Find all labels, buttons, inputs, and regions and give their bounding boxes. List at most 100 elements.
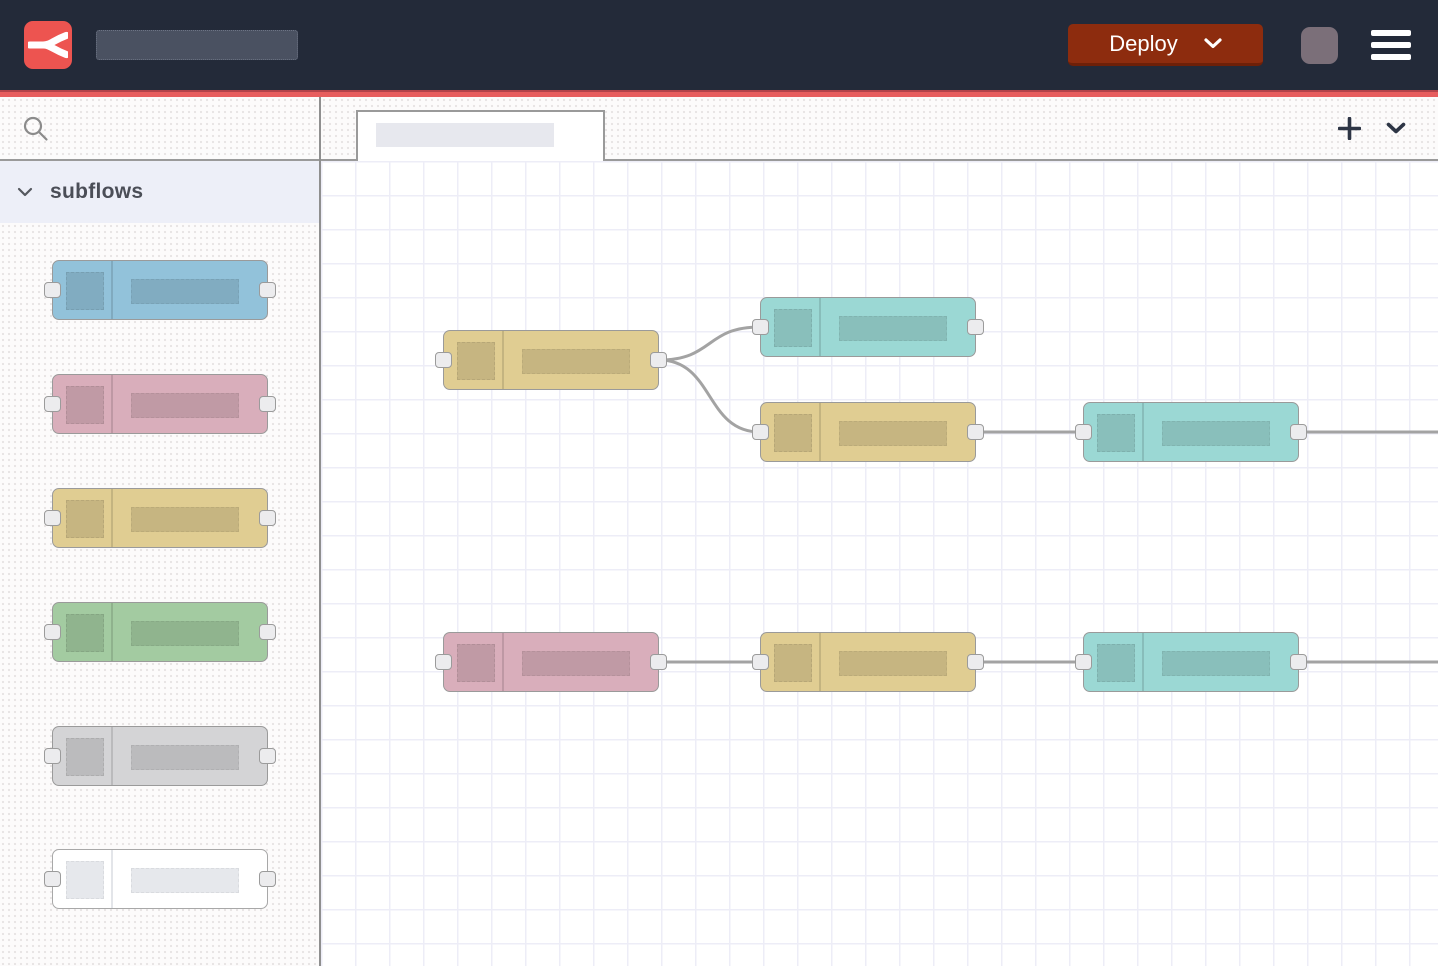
hamburger-bar bbox=[1371, 42, 1411, 48]
node-divider bbox=[1142, 633, 1144, 691]
node-divider bbox=[111, 727, 113, 785]
flow-node-node-3[interactable] bbox=[752, 402, 984, 462]
node-divider bbox=[111, 375, 113, 433]
node-red-logo-icon bbox=[24, 21, 72, 69]
palette-node-pink[interactable] bbox=[44, 374, 276, 434]
node-input-port[interactable] bbox=[44, 871, 61, 887]
flow-canvas[interactable] bbox=[321, 161, 1438, 966]
node-output-port[interactable] bbox=[650, 352, 667, 368]
chevron-down-icon bbox=[1386, 122, 1406, 134]
palette-list bbox=[0, 223, 319, 966]
node-icon bbox=[66, 738, 104, 776]
flow-node-node-4[interactable] bbox=[1075, 402, 1307, 462]
node-input-port[interactable] bbox=[44, 396, 61, 412]
node-output-port[interactable] bbox=[259, 871, 276, 887]
node-output-port[interactable] bbox=[259, 624, 276, 640]
node-input-port[interactable] bbox=[44, 748, 61, 764]
node-icon bbox=[66, 500, 104, 538]
node-icon bbox=[66, 861, 104, 899]
node-output-port[interactable] bbox=[259, 396, 276, 412]
node-input-port[interactable] bbox=[435, 352, 452, 368]
flow-tab-active[interactable] bbox=[356, 110, 605, 161]
node-output-port[interactable] bbox=[259, 748, 276, 764]
hamburger-bar bbox=[1371, 54, 1411, 60]
node-label-placeholder bbox=[522, 349, 630, 374]
node-icon bbox=[457, 342, 495, 380]
node-icon bbox=[66, 272, 104, 310]
main-menu-hamburger-icon[interactable] bbox=[1371, 30, 1411, 60]
node-label-placeholder bbox=[131, 393, 239, 418]
node-label-placeholder bbox=[131, 279, 239, 304]
palette-node-blue[interactable] bbox=[44, 260, 276, 320]
node-label-placeholder bbox=[1162, 651, 1270, 676]
node-divider bbox=[111, 850, 113, 908]
node-output-port[interactable] bbox=[650, 654, 667, 670]
flow-node-node-6[interactable] bbox=[752, 632, 984, 692]
deploy-button-label: Deploy bbox=[1109, 30, 1178, 56]
node-icon bbox=[774, 414, 812, 452]
editor-region bbox=[321, 97, 1438, 966]
palette-node-white[interactable] bbox=[44, 849, 276, 909]
node-label-placeholder bbox=[839, 651, 947, 676]
flow-node-node-5[interactable] bbox=[435, 632, 667, 692]
node-divider bbox=[819, 403, 821, 461]
palette-search-row[interactable] bbox=[0, 97, 319, 161]
node-input-port[interactable] bbox=[1075, 424, 1092, 440]
header-accent-line bbox=[0, 90, 1438, 97]
search-icon[interactable] bbox=[22, 115, 49, 142]
main-area: subflows bbox=[0, 97, 1438, 966]
flow-node-node-7[interactable] bbox=[1075, 632, 1307, 692]
sidebar-section-subflows[interactable]: subflows bbox=[0, 161, 319, 223]
flow-wire[interactable] bbox=[658, 325, 761, 362]
node-icon bbox=[1097, 414, 1135, 452]
deploy-button[interactable]: Deploy bbox=[1068, 24, 1263, 66]
node-output-port[interactable] bbox=[259, 282, 276, 298]
node-icon bbox=[66, 386, 104, 424]
node-divider bbox=[502, 331, 504, 389]
node-input-port[interactable] bbox=[752, 654, 769, 670]
node-output-port[interactable] bbox=[1290, 424, 1307, 440]
node-output-port[interactable] bbox=[967, 319, 984, 335]
node-output-port[interactable] bbox=[967, 424, 984, 440]
flow-node-node-1[interactable] bbox=[435, 330, 667, 390]
node-label-placeholder bbox=[131, 745, 239, 770]
user-avatar[interactable] bbox=[1301, 26, 1338, 64]
node-input-port[interactable] bbox=[1075, 654, 1092, 670]
node-input-port[interactable] bbox=[44, 624, 61, 640]
node-input-port[interactable] bbox=[44, 282, 61, 298]
palette-node-gray[interactable] bbox=[44, 726, 276, 786]
node-label-placeholder bbox=[131, 868, 239, 893]
palette-node-green[interactable] bbox=[44, 602, 276, 662]
node-input-port[interactable] bbox=[44, 510, 61, 526]
node-input-port[interactable] bbox=[752, 319, 769, 335]
node-icon bbox=[1097, 644, 1135, 682]
node-label-placeholder bbox=[131, 621, 239, 646]
node-divider bbox=[502, 633, 504, 691]
palette-node-yellow[interactable] bbox=[44, 488, 276, 548]
subflows-section-label: subflows bbox=[50, 180, 144, 203]
add-flow-button[interactable] bbox=[1338, 116, 1361, 140]
node-divider bbox=[111, 603, 113, 661]
node-output-port[interactable] bbox=[1290, 654, 1307, 670]
node-label-placeholder bbox=[1162, 421, 1270, 446]
node-label-placeholder bbox=[131, 507, 239, 532]
app-header: Deploy bbox=[0, 0, 1438, 90]
deploy-chevron-down-icon bbox=[1204, 38, 1222, 49]
node-input-port[interactable] bbox=[435, 654, 452, 670]
node-output-port[interactable] bbox=[259, 510, 276, 526]
node-icon bbox=[774, 644, 812, 682]
flow-tab-label-placeholder bbox=[376, 123, 554, 147]
flow-node-node-2[interactable] bbox=[752, 297, 984, 357]
node-label-placeholder bbox=[839, 316, 947, 341]
node-divider bbox=[819, 298, 821, 356]
node-output-port[interactable] bbox=[967, 654, 984, 670]
flow-wire[interactable] bbox=[658, 358, 761, 434]
app-title-placeholder bbox=[96, 30, 298, 60]
subflows-chevron-down-icon bbox=[17, 187, 33, 197]
palette-sidebar: subflows bbox=[0, 97, 321, 966]
wires-layer bbox=[658, 325, 1438, 664]
flow-list-button[interactable] bbox=[1386, 122, 1406, 134]
node-label-placeholder bbox=[839, 421, 947, 446]
node-input-port[interactable] bbox=[752, 424, 769, 440]
node-divider bbox=[1142, 403, 1144, 461]
